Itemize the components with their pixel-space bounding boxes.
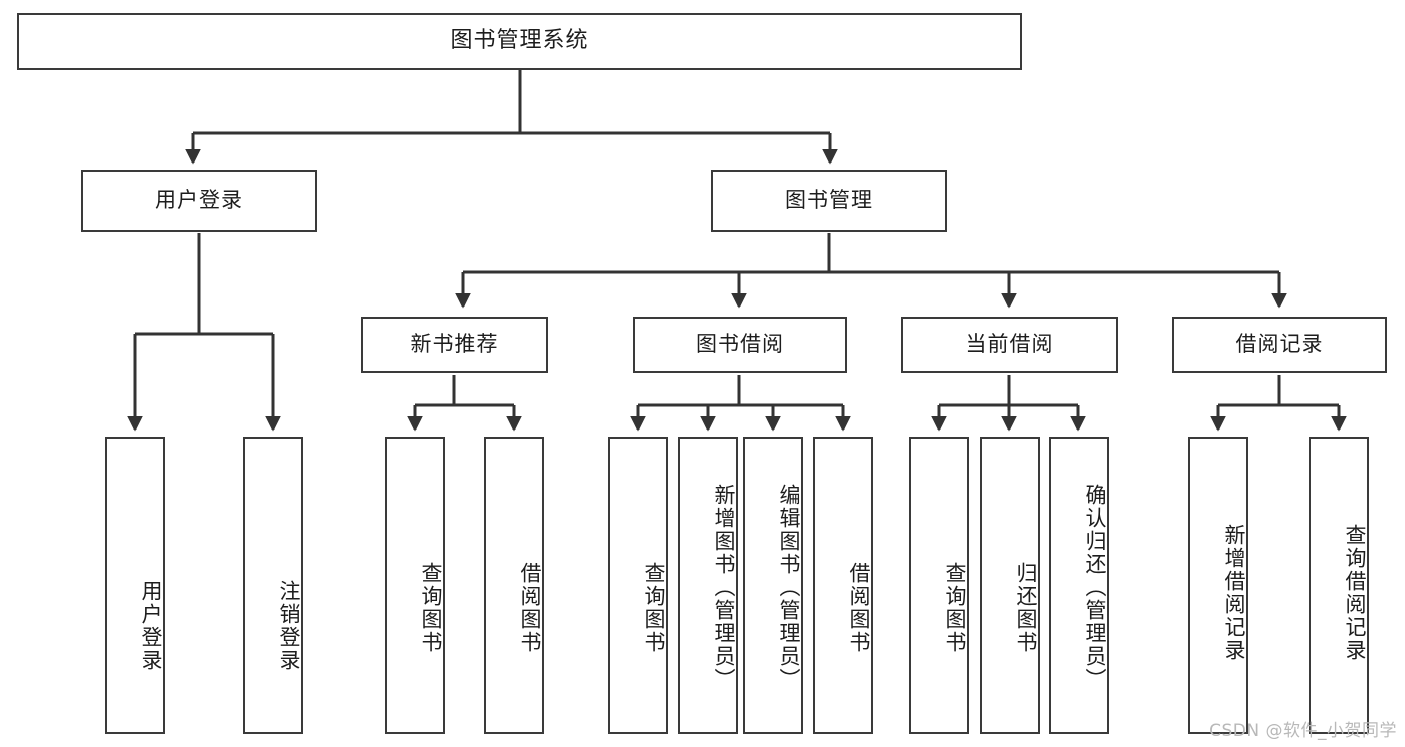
node-current-borrow[interactable]: 当前借阅 — [901, 317, 1118, 373]
node-borrow-record[interactable]: 借阅记录 — [1172, 317, 1387, 373]
leaf-user-login[interactable]: 用户登录 — [105, 437, 165, 734]
leaf-query-book-2[interactable]: 查询图书 — [608, 437, 668, 734]
leaf-user-login-label: 用户登录 — [139, 579, 163, 672]
node-root-label: 图书管理系统 — [450, 28, 589, 54]
node-user-login[interactable]: 用户登录 — [81, 170, 317, 232]
leaf-confirm-return-label: 确认归还（管理员） — [1083, 484, 1107, 691]
leaf-add-record-label: 新增借阅记录 — [1222, 523, 1246, 662]
leaf-query-record[interactable]: 查询借阅记录 — [1309, 437, 1369, 734]
node-new-book-recommend-label: 新书推荐 — [410, 332, 499, 357]
leaf-confirm-return[interactable]: 确认归还（管理员） — [1049, 437, 1109, 734]
leaf-query-record-label: 查询借阅记录 — [1343, 523, 1367, 662]
leaf-borrow-book-2-label: 借阅图书 — [847, 561, 871, 654]
leaf-borrow-book-1[interactable]: 借阅图书 — [484, 437, 544, 734]
node-borrow-record-label: 借阅记录 — [1235, 332, 1324, 357]
leaf-borrow-book-1-label: 借阅图书 — [518, 561, 542, 654]
leaf-add-book[interactable]: 新增图书（管理员） — [678, 437, 738, 734]
leaf-borrow-book-2[interactable]: 借阅图书 — [813, 437, 873, 734]
node-book-borrow[interactable]: 图书借阅 — [633, 317, 847, 373]
leaf-add-book-label: 新增图书（管理员） — [712, 484, 736, 691]
leaf-edit-book-label: 编辑图书（管理员） — [777, 484, 801, 691]
leaf-query-book-1[interactable]: 查询图书 — [385, 437, 445, 734]
leaf-edit-book[interactable]: 编辑图书（管理员） — [743, 437, 803, 734]
csdn-watermark: CSDN @软件_小贺同学 — [1209, 721, 1397, 741]
node-user-login-label: 用户登录 — [155, 188, 243, 213]
leaf-add-record[interactable]: 新增借阅记录 — [1188, 437, 1248, 734]
leaf-query-book-2-label: 查询图书 — [642, 561, 666, 654]
node-book-borrow-label: 图书借阅 — [696, 332, 784, 357]
node-current-borrow-label: 当前借阅 — [965, 332, 1054, 357]
leaf-query-book-1-label: 查询图书 — [419, 561, 443, 654]
leaf-logout-label: 注销登录 — [277, 579, 301, 672]
leaf-logout[interactable]: 注销登录 — [243, 437, 303, 734]
node-new-book-recommend[interactable]: 新书推荐 — [361, 317, 548, 373]
leaf-query-book-3-label: 查询图书 — [943, 561, 967, 654]
leaf-return-book[interactable]: 归还图书 — [980, 437, 1040, 734]
node-root[interactable]: 图书管理系统 — [17, 13, 1022, 70]
node-book-manage[interactable]: 图书管理 — [711, 170, 947, 232]
leaf-return-book-label: 归还图书 — [1014, 561, 1038, 654]
leaf-query-book-3[interactable]: 查询图书 — [909, 437, 969, 734]
node-book-manage-label: 图书管理 — [785, 188, 873, 213]
